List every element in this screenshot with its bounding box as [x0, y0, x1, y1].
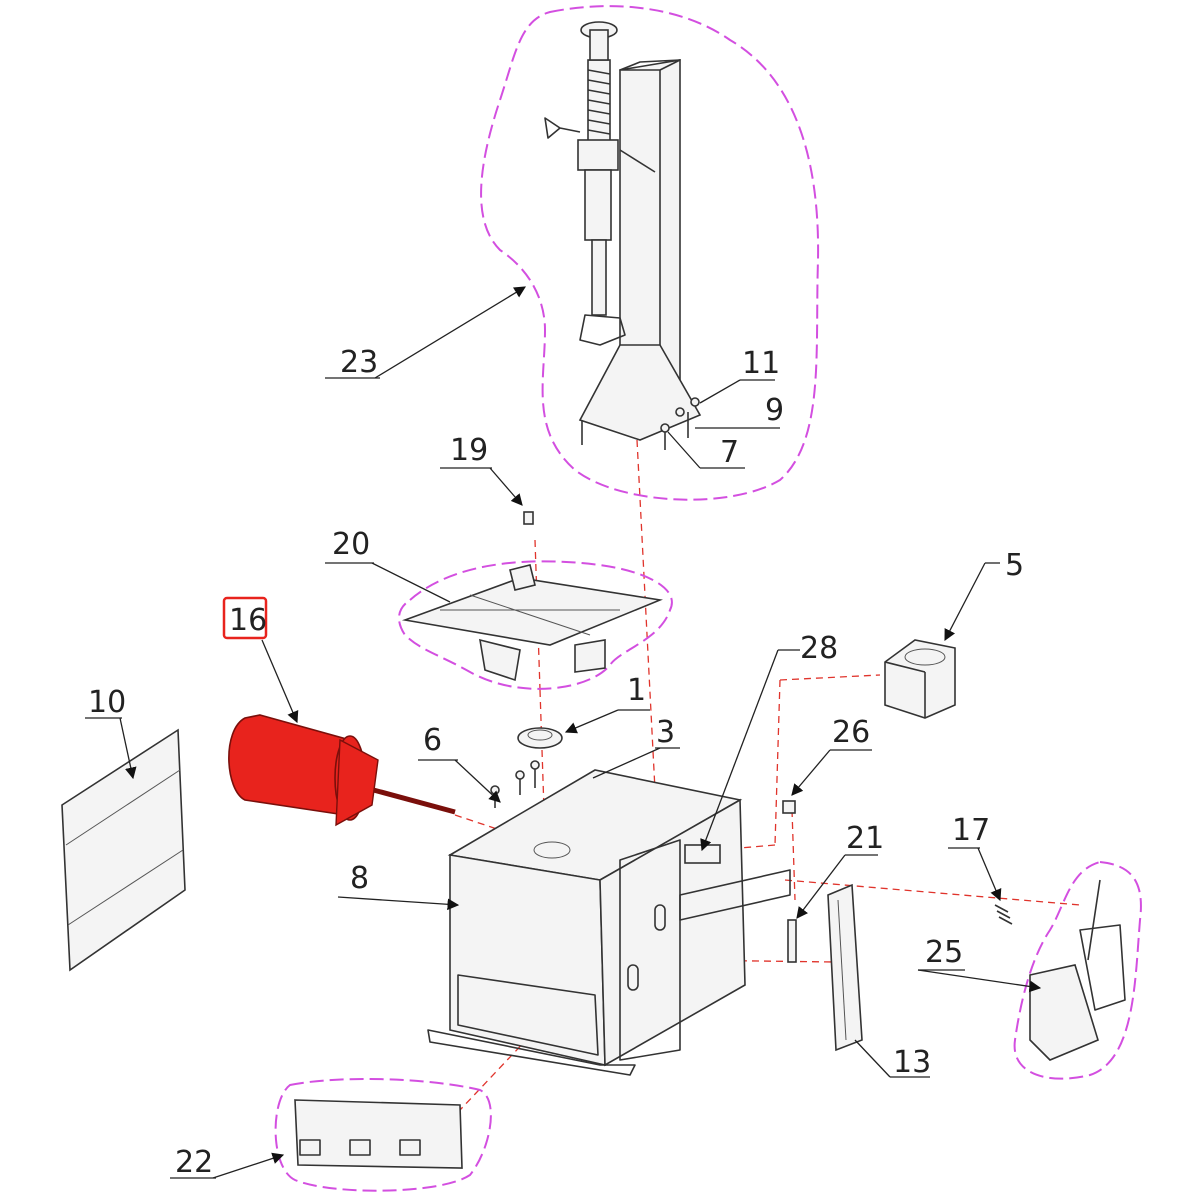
body-front — [449, 854, 606, 1067]
nut-7 — [660, 423, 670, 433]
callout-label: 11 — [742, 346, 780, 381]
callout-label: 1 — [627, 673, 646, 708]
callout-10[interactable]: 10 — [85, 685, 137, 780]
group-outline-22 — [274, 1077, 492, 1192]
body-opening — [457, 974, 599, 1056]
part-5-control-box[interactable] — [884, 639, 956, 719]
clamp-block — [577, 139, 619, 171]
turntable-assembly[interactable] — [398, 560, 673, 690]
part-26-nut[interactable] — [782, 800, 796, 814]
callout-8[interactable]: 8 — [337, 861, 460, 911]
lock-handle-icon — [544, 117, 581, 139]
callout-21[interactable]: 21 — [796, 821, 884, 919]
callout-17[interactable]: 17 — [948, 813, 1002, 902]
part-22-pedal-switch[interactable] — [274, 1077, 492, 1192]
callout-label: 20 — [332, 527, 370, 562]
column-base-plate — [578, 344, 702, 441]
callout-25[interactable]: 25 — [917, 935, 1042, 993]
callout-label: 9 — [765, 393, 784, 428]
callout-label: 6 — [423, 723, 442, 758]
callout-9[interactable]: 9 — [695, 393, 784, 429]
callout-6[interactable]: 6 — [418, 723, 501, 803]
callout-label: 28 — [800, 631, 838, 666]
turntable-cylinder-right — [574, 639, 606, 673]
callout-3[interactable]: 3 — [592, 715, 680, 779]
group-outline-20 — [398, 560, 673, 690]
body-base-plate — [427, 1029, 636, 1076]
callout-label: 3 — [656, 715, 675, 750]
callout-5[interactable]: 5 — [944, 548, 1024, 642]
callout-20[interactable]: 20 — [325, 527, 451, 603]
part-13-pedal-cover[interactable] — [827, 883, 863, 1052]
callout-label: 21 — [846, 821, 884, 856]
callout-label: 17 — [952, 813, 990, 848]
callout-label: 5 — [1005, 548, 1024, 583]
part-17-spring[interactable] — [994, 904, 1013, 925]
callout-label: 7 — [720, 435, 739, 470]
callout-label: 19 — [450, 433, 488, 468]
callout-1[interactable]: 1 — [564, 673, 650, 734]
callout-11[interactable]: 11 — [699, 346, 780, 404]
highlighted-cylinder-body — [228, 714, 351, 816]
callout-label: 8 — [350, 861, 369, 896]
body-side — [599, 798, 746, 1067]
part-21-bolt[interactable] — [787, 919, 797, 963]
callout-28[interactable]: 28 — [700, 631, 838, 852]
mount-head — [579, 314, 626, 346]
part-16-bead-breaker-cylinder[interactable] — [228, 714, 456, 827]
turntable-cylinder-left — [479, 638, 521, 682]
callout-16[interactable]: 16 — [222, 596, 299, 724]
callout-label: 16 — [229, 603, 267, 638]
body-side-panel — [619, 839, 681, 1061]
callout-label: 25 — [925, 935, 963, 970]
part-25-pedal-assembly[interactable] — [1013, 860, 1142, 1080]
group-outline-25 — [1013, 860, 1142, 1080]
nut-9 — [675, 407, 685, 417]
group-outline-23 — [480, 5, 820, 501]
callout-7[interactable]: 7 — [667, 431, 745, 470]
part-8-machine-body[interactable] — [427, 769, 791, 1076]
highlight-box — [222, 596, 268, 640]
highlighted-cylinder-flange — [335, 738, 379, 827]
callout-26[interactable]: 26 — [791, 715, 872, 796]
turntable-jaw — [509, 564, 536, 591]
vertical-cylinder — [584, 169, 612, 241]
callout-label: 22 — [175, 1145, 213, 1180]
callout-label: 10 — [88, 685, 126, 720]
callout-22[interactable]: 22 — [170, 1145, 285, 1180]
turntable-plate — [401, 577, 663, 646]
washer-11 — [690, 397, 700, 407]
callout-label: 26 — [832, 715, 870, 750]
callout-19[interactable]: 19 — [440, 433, 523, 506]
body-pedal-rail — [679, 869, 791, 921]
column-assembly[interactable] — [480, 5, 820, 501]
part-19-screw[interactable] — [523, 511, 534, 525]
callout-label: 23 — [340, 345, 378, 380]
part-1-bearing[interactable] — [517, 727, 563, 749]
part-10-side-cover[interactable] — [61, 728, 186, 972]
callout-23[interactable]: 23 — [325, 286, 527, 380]
callout-13[interactable]: 13 — [854, 1039, 931, 1080]
callout-label: 13 — [893, 1045, 931, 1080]
